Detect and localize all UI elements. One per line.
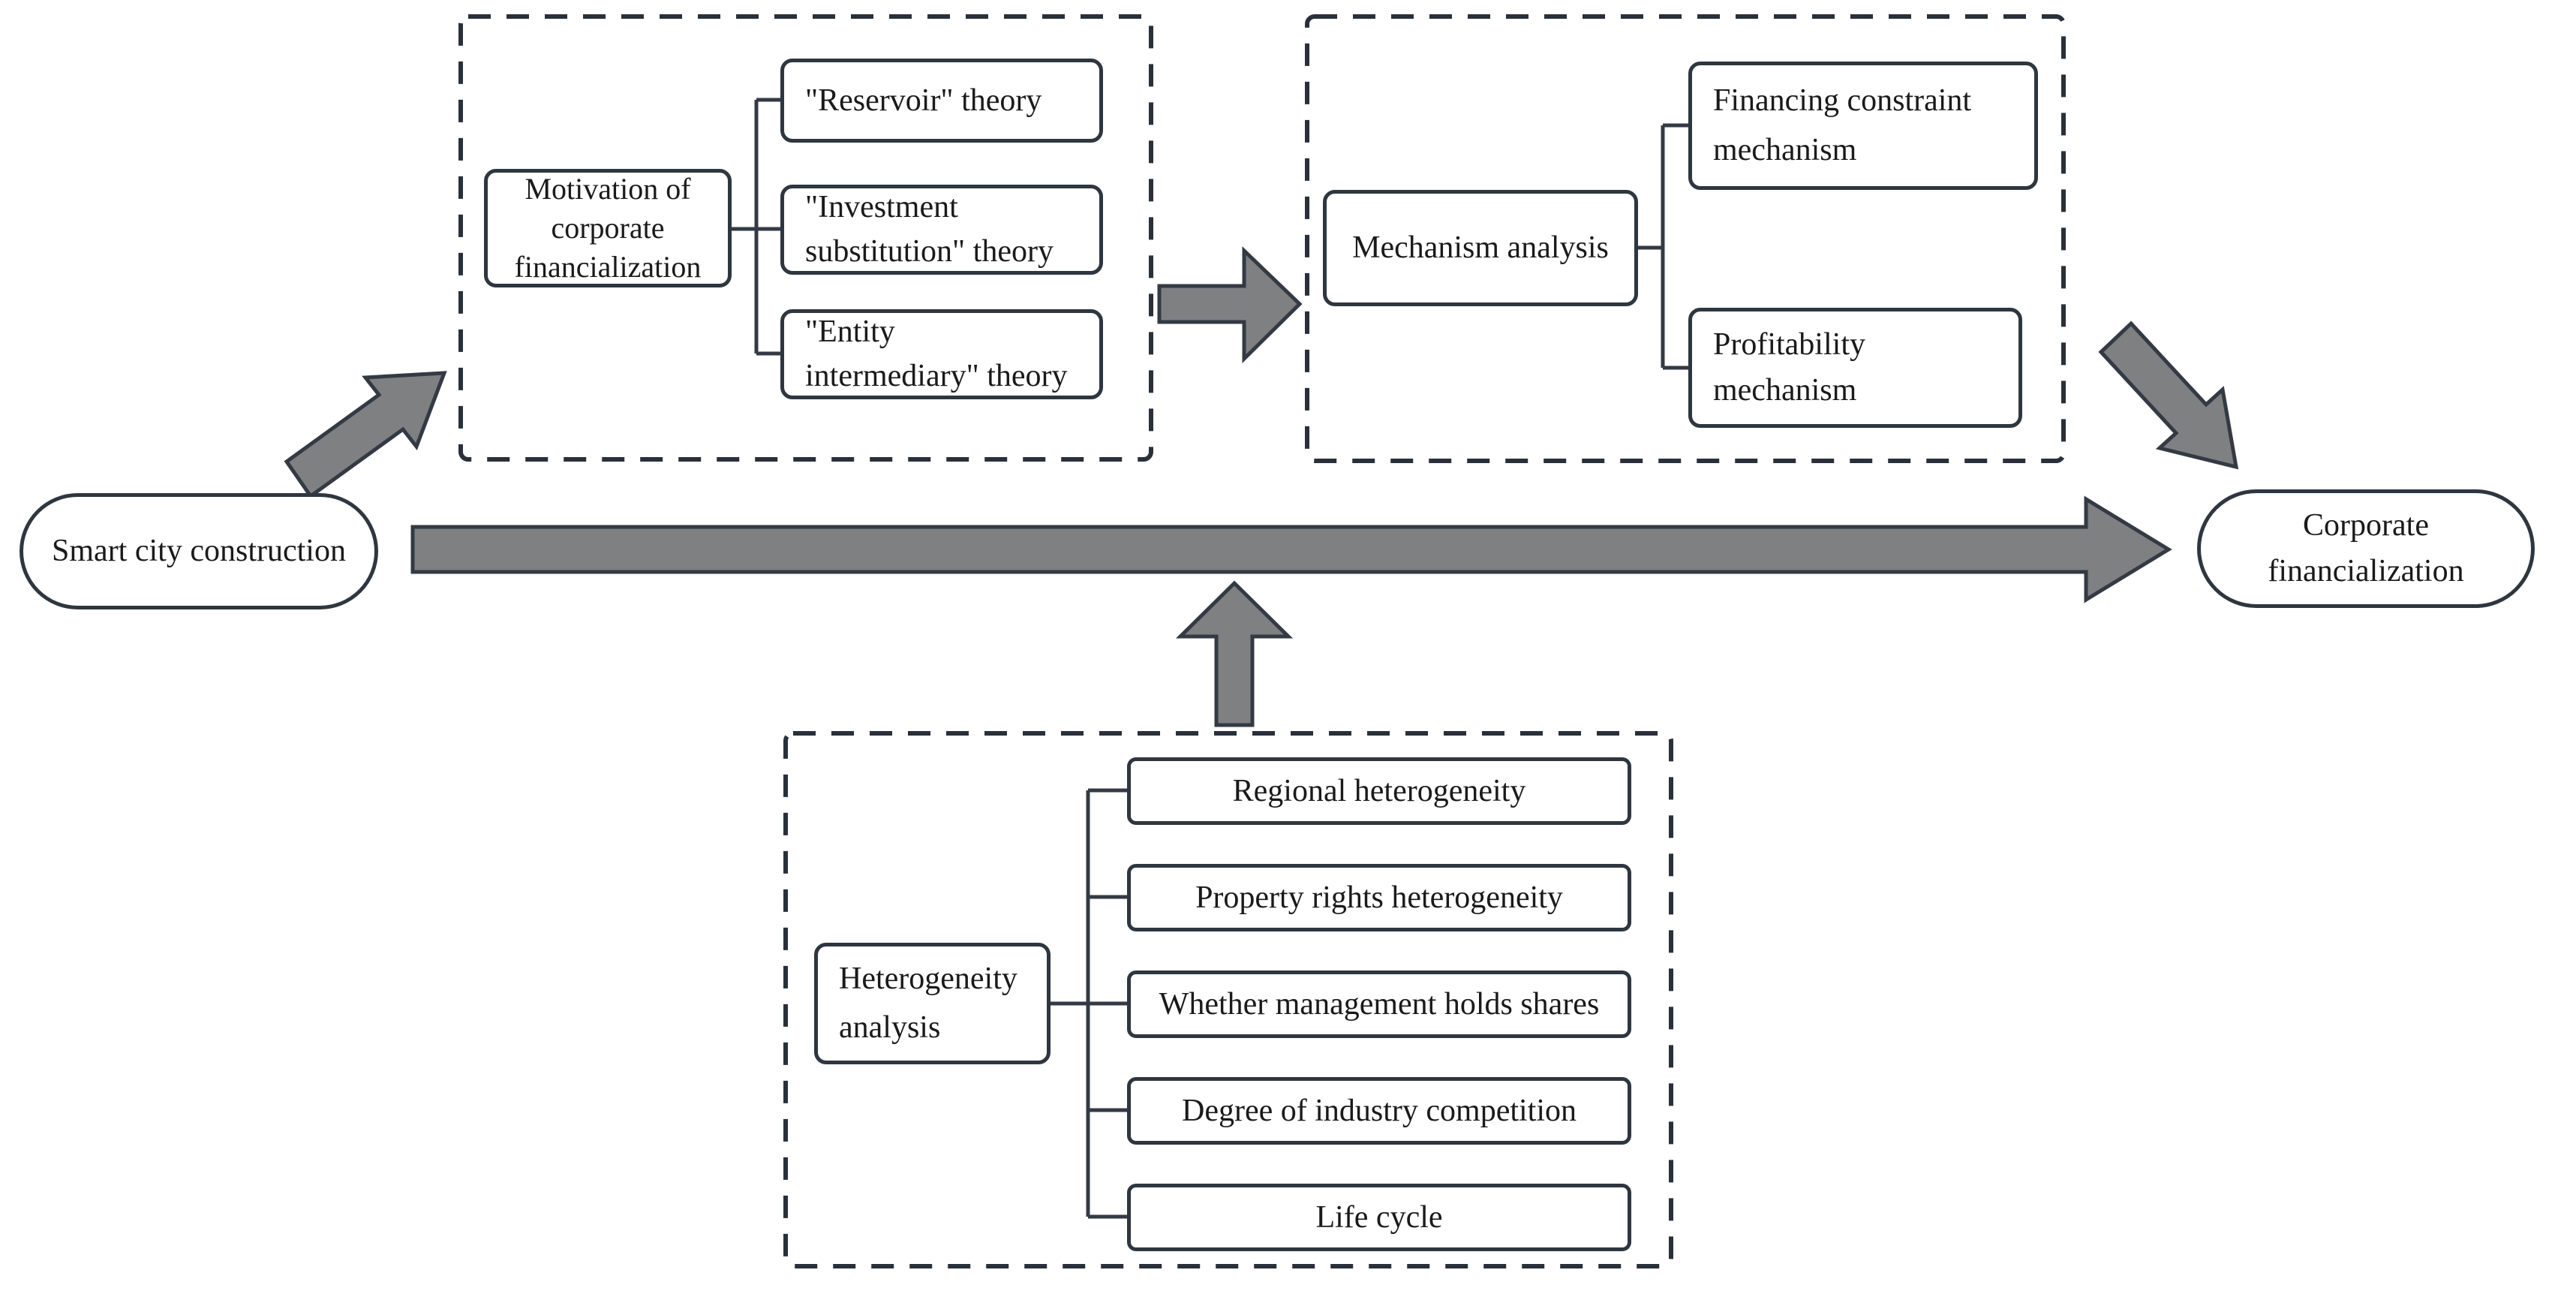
arrow-smartcity-to-motivation: [284, 371, 447, 499]
node-smart-city-construction: Smart city construction: [20, 493, 378, 609]
node-regional-heterogeneity: Regional heterogeneity: [1127, 757, 1631, 825]
node-financing-constraint-mechanism: Financing constraint mechanism: [1688, 62, 2038, 190]
node-investment-substitution-theory: "Investment substitution" theory: [780, 185, 1103, 275]
dashed-container-heterogeneity-group: [783, 731, 1673, 1268]
node-reservoir-theory: "Reservoir" theory: [780, 59, 1103, 143]
connector-mechanism-branches: [1638, 123, 1688, 370]
node-whether-management-holds-shares: Whether management holds shares: [1127, 970, 1631, 1038]
node-entity-intermediary-theory: "Entity intermediary" theory: [780, 309, 1103, 399]
node-heterogeneity-analysis: Heterogeneity analysis: [814, 943, 1051, 1064]
connector-motivation-branches: [732, 98, 780, 356]
arrow-mechanism-to-corporate: [2098, 320, 2239, 470]
dashed-container-mechanism-group: [1305, 14, 2066, 463]
node-degree-of-industry-competition: Degree of industry competition: [1127, 1077, 1631, 1145]
node-corporate-financialization: Corporate financialization: [2197, 489, 2535, 608]
connector-heterogeneity-branches: [1051, 788, 1127, 1219]
node-life-cycle: Life cycle: [1127, 1184, 1631, 1251]
node-motivation-of-corporate-financialization: Motivation of corporate financialization: [484, 169, 732, 287]
node-mechanism-analysis: Mechanism analysis: [1323, 190, 1638, 306]
arrow-main-horizontal: [410, 495, 2172, 603]
node-profitability-mechanism: Profitability mechanism: [1688, 308, 2022, 428]
arrow-heterogeneity-up: [1175, 580, 1294, 727]
node-property-rights-heterogeneity: Property rights heterogeneity: [1127, 864, 1631, 931]
arrow-motivation-to-mechanism: [1157, 246, 1303, 363]
dashed-container-motivation-group: [458, 14, 1153, 462]
